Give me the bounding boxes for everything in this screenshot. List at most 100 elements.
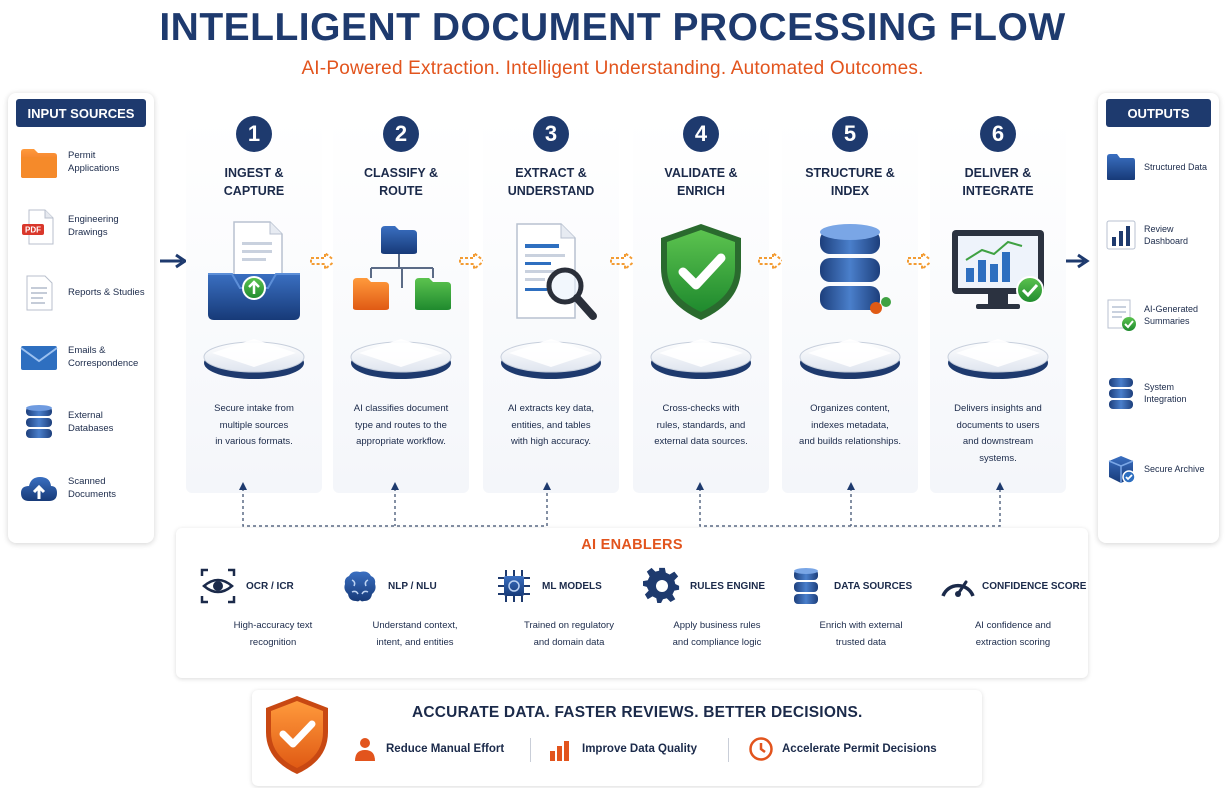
step-extract-understand: 3 EXTRACT &UNDERSTAND AI extracts key da… [477, 108, 625, 493]
step-desc-line: indexes metadata, [811, 419, 889, 431]
step-number-badge: 6 [980, 116, 1016, 152]
pedestal-icon [650, 338, 752, 380]
ai-enablers-panel: AI ENABLERS OCR / ICR High-accuracy text… [176, 528, 1088, 678]
step-desc-line: Delivers insights and [954, 403, 1042, 414]
input-label: Emails & [68, 345, 106, 357]
enabler-desc-line: extraction scoring [975, 636, 1051, 648]
enabler-name: DATA SOURCES [834, 580, 913, 592]
inbox-upload-icon [208, 221, 300, 320]
step-description: Organizes content,indexes metadata,and b… [784, 401, 916, 451]
step-title-line: STRUCTURE & [805, 166, 895, 180]
input-label: Drawings [68, 227, 108, 238]
database-icon [1104, 373, 1138, 413]
enabler-description: Understand context,intent, and entities [340, 618, 490, 651]
step-desc-line: with high accuracy. [510, 436, 592, 448]
enabler-connector-lines [239, 482, 1004, 527]
arrow-right-icon [160, 253, 188, 269]
pedestal-icon [350, 338, 452, 380]
enabler-name: RULES ENGINE [690, 580, 766, 592]
input-label: Applications [68, 163, 120, 174]
step-desc-line: multiple sources [219, 419, 289, 431]
pedestal-icon [203, 338, 305, 380]
step-structure-index: 5 STRUCTURE &INDEX Organizes content,ind… [776, 108, 924, 493]
step-description: AI extracts key data,entities, and table… [485, 401, 617, 451]
step-desc-line: appropriate workflow. [356, 436, 446, 448]
step-number-badge: 4 [683, 116, 719, 152]
step-title-line: VALIDATE & [664, 166, 738, 180]
output-label: Summaries [1144, 316, 1190, 326]
benefits-banner: ACCURATE DATA. FASTER REVIEWS. BETTER DE… [252, 690, 982, 786]
step-desc-line: in various formats. [215, 436, 293, 448]
step-title: DELIVER & INTEGRATE [924, 164, 1072, 200]
step-desc-line: AI extracts key data, [507, 403, 595, 414]
step-title: EXTRACT &UNDERSTAND [477, 164, 625, 200]
ai-enablers-title: AI ENABLERS [581, 537, 683, 553]
input-label: Permit [68, 150, 96, 162]
person-icon [355, 738, 375, 761]
input-sources-header: INPUT SOURCES [16, 99, 146, 127]
benefit-improve-data-quality: Improve Data Quality [548, 734, 697, 764]
step-title: STRUCTURE &INDEX [776, 164, 924, 200]
enabler-desc-line: Trained on regulatory [524, 620, 614, 631]
input-label: Engineering [68, 214, 119, 226]
step-title: VALIDATE & ENRICH [627, 164, 775, 200]
dashboard-icon [1104, 215, 1138, 255]
cloud-upload-icon [18, 469, 60, 509]
email-icon [18, 338, 60, 378]
step-title: CLASSIFY & ROUTE [327, 164, 475, 200]
enabler-desc-line: trusted data [835, 636, 887, 648]
database-icon [18, 403, 60, 443]
banner-title: ACCURATE DATA. FASTER REVIEWS. BETTER DE… [412, 704, 863, 721]
output-label: Review [1144, 223, 1174, 234]
enabler-nlp-nlu: NLP / NLU Understand context,intent, and… [340, 566, 490, 666]
output-label: System [1144, 381, 1175, 392]
folder-icon [1104, 147, 1138, 187]
benefit-reduce-manual-effort: Reduce Manual Effort [352, 734, 504, 764]
input-label: Documents [68, 489, 117, 500]
pdf-icon: PDF [18, 207, 60, 247]
pedestal-icon [500, 338, 602, 380]
eye-scan-icon [200, 568, 236, 604]
step-desc-line: Cross-checks with [662, 403, 740, 414]
step-title-line: ROUTE [379, 184, 423, 199]
step-title-line: DELIVER & [964, 166, 1032, 180]
output-item-secure-archive: Secure Archive [1104, 447, 1213, 491]
input-item-reports-studies: Reports & Studies [18, 271, 148, 315]
report-icon [18, 273, 60, 313]
step-number-badge: 3 [533, 116, 569, 152]
step-title-line: CLASSIFY & [363, 166, 439, 180]
enabler-description: AI confidence and extraction scoring [938, 618, 1088, 651]
step-title-line: ENRICH [677, 184, 725, 199]
enabler-desc-line: AI confidence and [974, 620, 1052, 631]
enabler-name: OCR / ICR [246, 580, 294, 592]
step-title-line: INTEGRATE [962, 184, 1034, 199]
output-item-structured-data: Structured Data [1104, 145, 1213, 189]
step-classify-route: 2 CLASSIFY &ROUTE AI classifies document… [327, 108, 475, 493]
enabler-name: ML MODELS [542, 580, 602, 592]
pedestal-icon [947, 338, 1049, 380]
page-subtitle: AI-Powered Extraction. Intelligent Under… [301, 58, 924, 79]
step-desc-line: type and routes to the [355, 419, 447, 431]
summary-icon [1104, 295, 1138, 335]
step-desc-line: Organizes content, [810, 403, 890, 414]
folder-tree-icon [353, 226, 451, 310]
input-item-emails-correspondence: Emails &Correspondence [18, 336, 148, 380]
shield-check-icon [661, 224, 741, 320]
outputs-header: OUTPUTS [1106, 99, 1211, 127]
benefit-accelerate-permit-decisions: Accelerate Permit Decisions [748, 734, 937, 764]
